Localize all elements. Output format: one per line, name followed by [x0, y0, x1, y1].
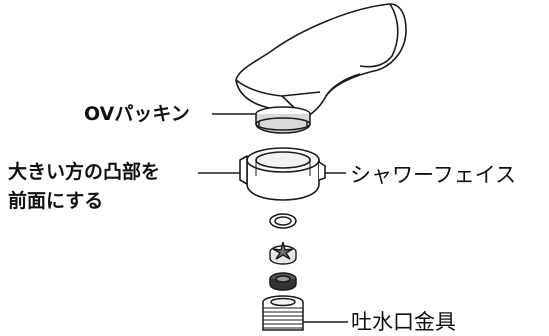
ov-packing-part [255, 106, 311, 134]
rectifier-part [269, 241, 297, 265]
shower-face-label: シャワーフェイス [350, 163, 517, 187]
front-instruction-line1: 大きい方の凸部を [8, 161, 161, 183]
shower-face-part [239, 147, 326, 201]
spout-fitting-label: 吐水口金具 [351, 310, 456, 334]
mesh-filter-part [269, 272, 297, 291]
ov-packing-label: OVパッキン [84, 103, 190, 125]
front-instruction-line2: 前面にする [8, 190, 104, 212]
washer-part [269, 213, 297, 229]
shower-head-body [235, 3, 407, 119]
spout-fitting-part [262, 295, 304, 331]
leader-lines [198, 113, 348, 323]
